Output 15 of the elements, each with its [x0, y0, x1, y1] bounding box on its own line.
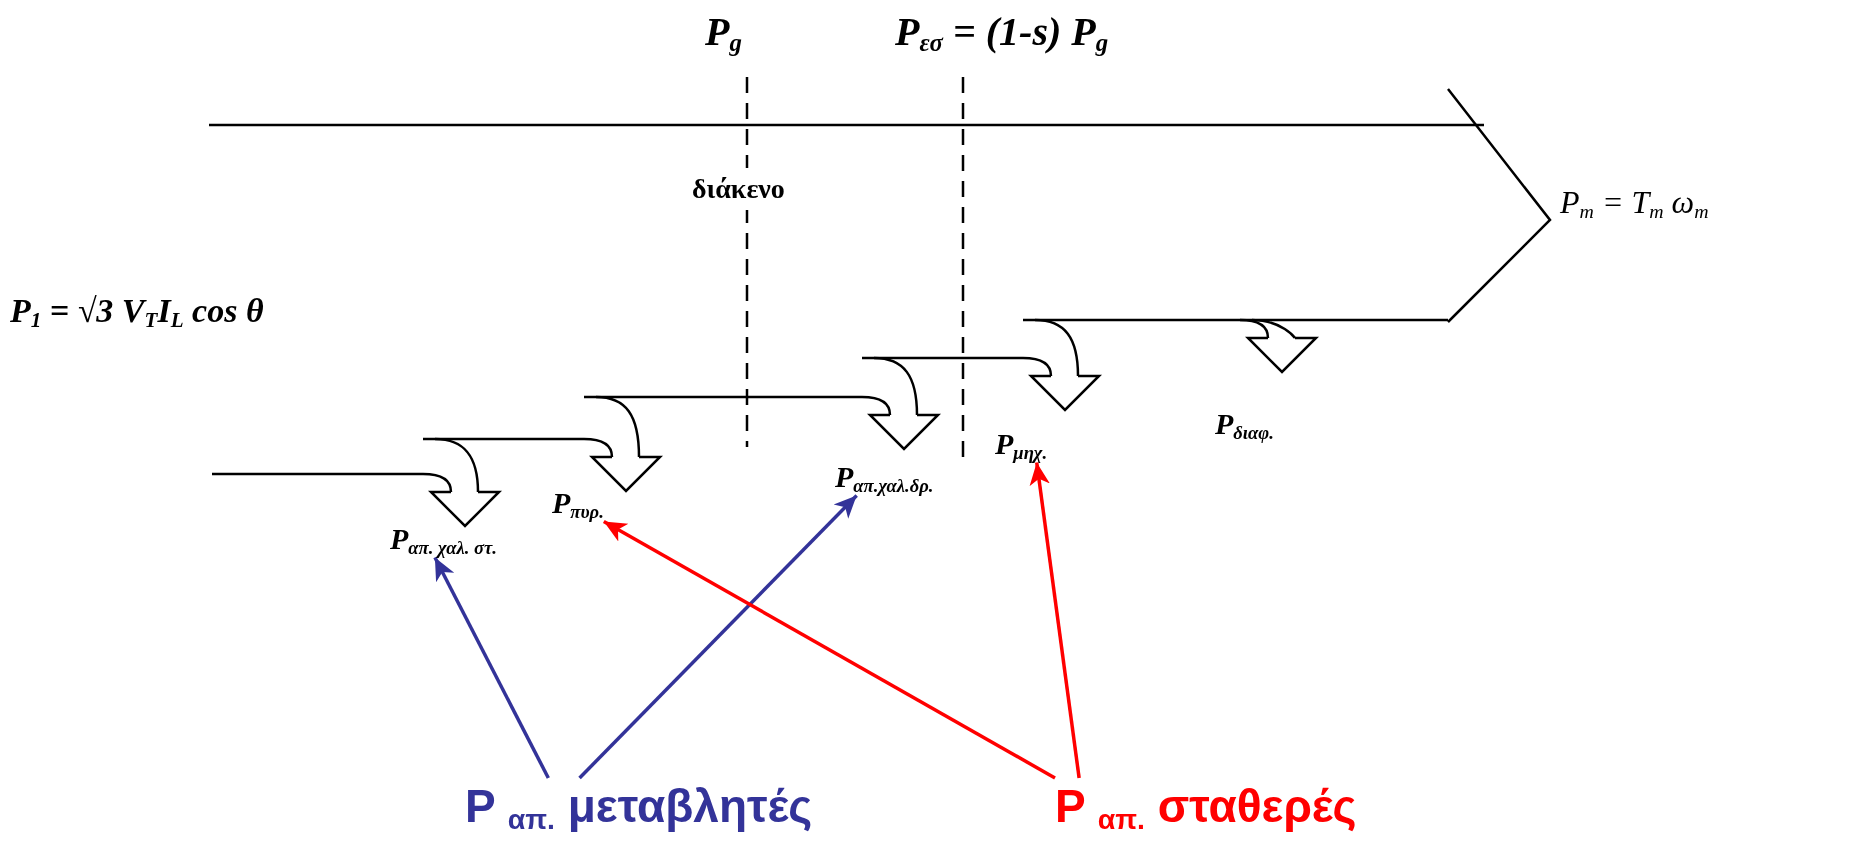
- loss-label: P$_{απ.χαλ.δρ.}$: [835, 458, 934, 496]
- arrow: [578, 494, 858, 780]
- formula-label: P$_{m}$ = T$_{m}$ ω$_{m}$: [1560, 183, 1709, 224]
- loss-label: P$_{μηχ.}$: [995, 425, 1048, 463]
- formula-label: P$_{εσ}$ = (1-s) P$_{g}$: [895, 8, 1109, 59]
- loss-group-label: P $_{απ.}$ μεταβλητές: [465, 778, 813, 836]
- loss-label: P$_{απ. χαλ. στ.}$: [390, 520, 497, 558]
- loss-label: P$_{πυρ.}$: [552, 484, 604, 522]
- arrow: [1029, 462, 1081, 779]
- loss-group-label: P $_{απ.}$ σταθερές: [1055, 778, 1357, 836]
- formula-label: P$_{1}$ = √3 V$_{T}$I$_{L}$ cos θ: [10, 291, 264, 335]
- loss-label: P$_{διαφ.}$: [1215, 405, 1274, 443]
- arrow: [433, 556, 550, 779]
- formula-label: P$_{g}$: [705, 8, 742, 59]
- arrow: [602, 519, 1056, 780]
